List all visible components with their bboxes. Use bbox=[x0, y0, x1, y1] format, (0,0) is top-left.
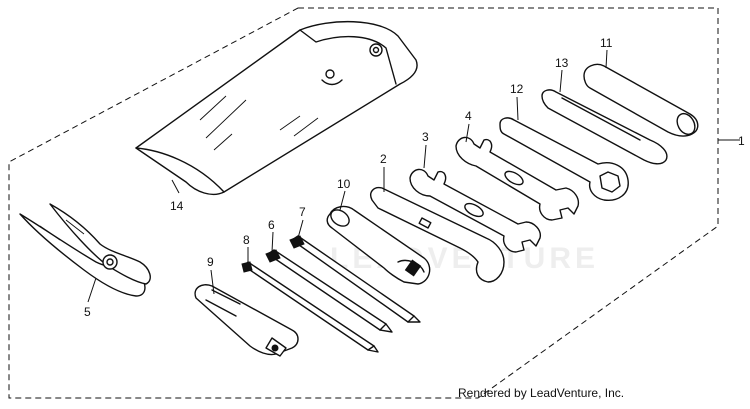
callout-14: 14 bbox=[170, 199, 184, 213]
callout-labels: 1 2 3 4 5 6 7 8 9 10 11 12 13 14 bbox=[84, 36, 745, 319]
spark-plug-socket bbox=[326, 205, 431, 285]
open-end-wrench-4 bbox=[455, 136, 580, 221]
callout-6: 6 bbox=[268, 218, 275, 232]
leader-lines bbox=[87, 49, 608, 303]
spanner-bar bbox=[541, 89, 668, 165]
callout-4: 4 bbox=[465, 109, 472, 123]
callout-13: 13 bbox=[555, 56, 569, 70]
callout-11: 11 bbox=[600, 36, 613, 50]
callout-12: 12 bbox=[510, 82, 524, 96]
pliers bbox=[19, 203, 151, 297]
footer-credit: Rendered by LeadVenture, Inc. bbox=[458, 386, 625, 400]
callout-5: 5 bbox=[84, 305, 91, 319]
pin-spanner bbox=[370, 186, 505, 283]
handle-bar bbox=[583, 63, 699, 137]
box-wrench bbox=[499, 117, 629, 201]
callout-2: 2 bbox=[380, 152, 387, 166]
screwdriver-bit-long bbox=[241, 261, 379, 353]
callout-3: 3 bbox=[422, 130, 429, 144]
callout-10: 10 bbox=[337, 177, 351, 191]
kit-boundary bbox=[8, 7, 719, 399]
callout-1: 1 bbox=[738, 134, 745, 148]
callout-7: 7 bbox=[299, 205, 306, 219]
tool-bag bbox=[135, 20, 418, 196]
callout-8: 8 bbox=[243, 233, 250, 247]
open-end-wrench-3 bbox=[409, 168, 541, 253]
callout-9: 9 bbox=[207, 255, 214, 269]
screwdriver-handle bbox=[194, 284, 299, 357]
screwdriver-7 bbox=[289, 235, 421, 323]
